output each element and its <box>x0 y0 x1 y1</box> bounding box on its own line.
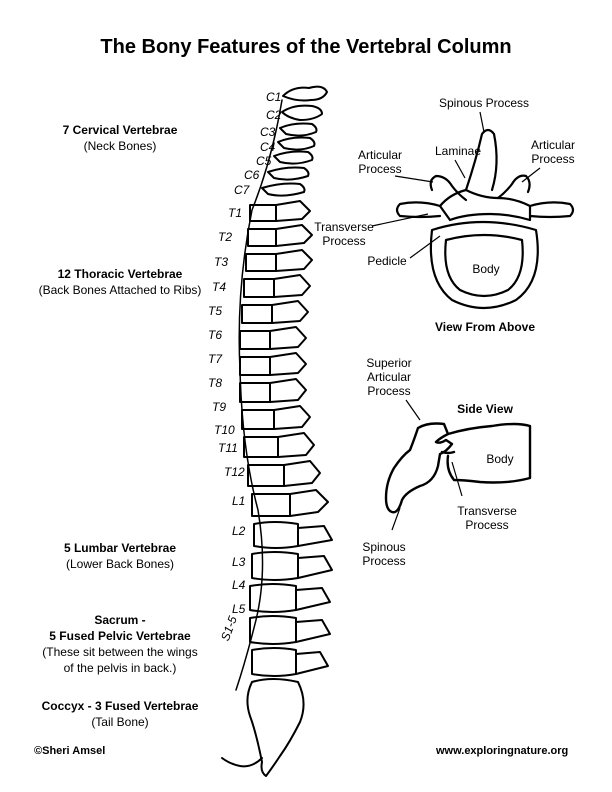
label-l4: L4 <box>232 578 246 592</box>
side-superior-line2: Articular <box>366 370 411 384</box>
label-t4: T4 <box>212 280 227 294</box>
vertebra-c4-shape <box>277 136 316 151</box>
side-spinous-line2: Process <box>362 554 406 568</box>
label-t9: T9 <box>212 400 227 414</box>
top-body-shape <box>429 220 539 310</box>
top-articular-left-line2: Process <box>358 162 402 176</box>
lumbar-note: (Lower Back Bones) <box>65 557 175 571</box>
top-right-transverse-shape <box>528 201 575 219</box>
cervical-note: (Neck Bones) <box>83 139 157 153</box>
vertebra-c1-shape <box>282 85 328 102</box>
side-superior-line1: Superior <box>366 356 412 370</box>
top-transverse-label: Transverse Process <box>306 220 382 248</box>
label-l3: L3 <box>232 555 246 569</box>
side-body-label: Body <box>486 452 514 466</box>
thoracic-group-label: 12 Thoracic Vertebrae (Back Bones Attach… <box>20 266 220 298</box>
vertebra-c6-shape <box>267 166 310 181</box>
label-c2: C2 <box>266 108 282 122</box>
top-transverse-line1: Transverse <box>314 220 374 234</box>
label-t12: T12 <box>224 465 245 479</box>
top-left-transverse-shape <box>395 201 442 219</box>
lumbar-group-label: 5 Lumbar Vertebrae (Lower Back Bones) <box>30 540 210 572</box>
coccyx-group-label: Coccyx - 3 Fused Vertebrae (Tail Bone) <box>20 698 220 730</box>
side-spinous-label: Spinous Process <box>352 540 416 568</box>
side-transverse-line2: Process <box>465 518 509 532</box>
top-spinous-label: Spinous Process <box>438 96 530 110</box>
coccyx-name: Coccyx - 3 Fused Vertebrae <box>41 699 199 713</box>
label-c5: C5 <box>256 154 272 168</box>
label-l2: L2 <box>232 524 246 538</box>
sacrum-name-2: 5 Fused Pelvic Vertebrae <box>49 629 191 643</box>
coccyx-note: (Tail Bone) <box>91 715 149 729</box>
vertebra-c7-shape <box>261 182 306 197</box>
sacrum-note-1: (These sit between the wings <box>42 645 198 659</box>
lumbar-name: 5 Lumbar Vertebrae <box>63 541 177 555</box>
side-transverse-label: Transverse Process <box>442 504 532 532</box>
top-pedicle-label: Pedicle <box>367 254 407 268</box>
top-articular-right-line2: Process <box>531 152 575 166</box>
cervical-group-label: 7 Cervical Vertebrae (Neck Bones) <box>40 122 200 154</box>
sacrum-group-label: Sacrum - 5 Fused Pelvic Vertebrae (These… <box>20 612 220 676</box>
top-articular-right-label: Articular Process <box>522 138 584 166</box>
label-l1: L1 <box>232 494 246 508</box>
footer-site[interactable]: www.exploringnature.org <box>436 745 569 757</box>
footer-credit: ©Sheri Amsel <box>34 745 106 757</box>
vertebra-c5-shape <box>273 150 314 165</box>
cervical-name: 7 Cervical Vertebrae <box>62 123 178 137</box>
top-spinous-process-shape <box>464 128 498 192</box>
top-transverse-line2: Process <box>322 234 366 248</box>
side-spinous-line1: Spinous <box>362 540 406 554</box>
side-transverse-line1: Transverse <box>457 504 517 518</box>
sacrum-shape <box>246 678 305 777</box>
label-c6: C6 <box>244 168 260 182</box>
top-view-caption: View From Above <box>434 320 536 334</box>
top-body-label: Body <box>472 262 500 276</box>
label-t8: T8 <box>208 376 223 390</box>
label-c4: C4 <box>260 140 276 154</box>
side-view-caption: Side View <box>457 402 513 416</box>
thoracic-note: (Back Bones Attached to Ribs) <box>38 283 202 297</box>
label-t10: T10 <box>214 423 235 437</box>
label-t11: T11 <box>218 441 238 455</box>
vertebra-c2-shape <box>281 104 323 121</box>
label-c1: C1 <box>266 90 282 104</box>
label-c3: C3 <box>260 125 276 139</box>
label-t5: T5 <box>208 304 223 318</box>
side-spinous-shape <box>384 422 454 514</box>
label-t1: T1 <box>228 206 243 220</box>
page-title: The Bony Features of the Vertebral Colum… <box>100 36 512 58</box>
vertebra-c3-shape <box>279 122 318 137</box>
side-superior-label: Superior Articular Process <box>354 356 424 398</box>
coccyx-shape <box>221 757 263 768</box>
top-articular-right-line1: Articular <box>530 138 575 152</box>
label-t2: T2 <box>218 230 233 244</box>
thoracic-name: 12 Thoracic Vertebrae <box>57 267 183 281</box>
label-t7: T7 <box>208 352 223 366</box>
top-articular-left-label: Articular Process <box>350 148 410 176</box>
label-t3: T3 <box>214 255 229 269</box>
label-c7: C7 <box>234 183 250 197</box>
label-t6: T6 <box>208 328 223 342</box>
sacrum-note-2: of the pelvis in back.) <box>63 661 177 675</box>
top-laminae-label: Laminae <box>434 144 482 158</box>
side-superior-line3: Process <box>367 384 411 398</box>
top-articular-left-line1: Articular <box>357 148 402 162</box>
sacrum-name-1: Sacrum - <box>94 613 146 627</box>
side-body-shape <box>446 422 532 484</box>
label-l5: L5 <box>232 602 246 616</box>
